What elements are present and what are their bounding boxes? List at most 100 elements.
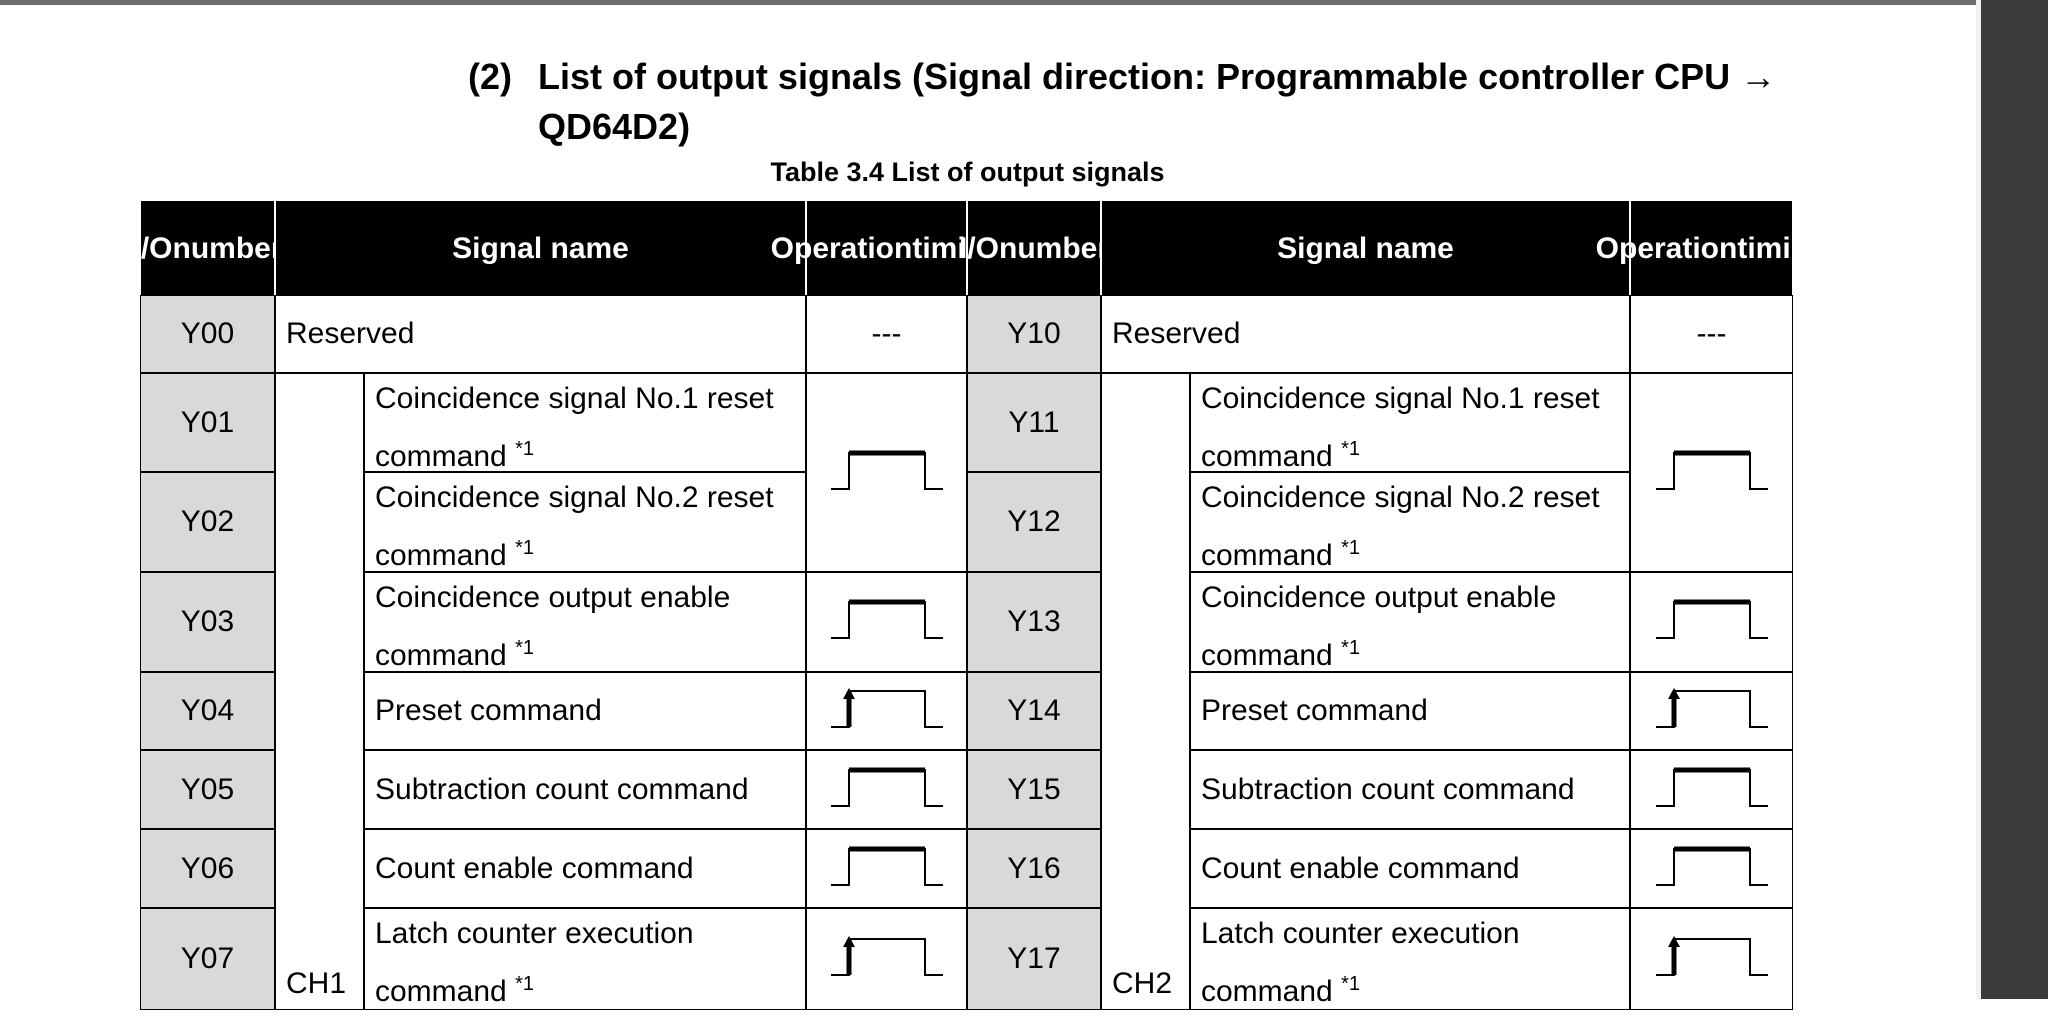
footnote-mark: *1: [515, 537, 534, 559]
reserved-signal-name: Reserved: [275, 295, 806, 373]
signal-name: Subtraction count command: [375, 772, 749, 806]
io-number-cell: Y16: [967, 829, 1101, 908]
signal-name-line1: Coincidence signal No.1 reset: [1201, 382, 1600, 415]
signal-name-cell: Count enable command: [364, 829, 806, 908]
level-signal-icon: [830, 450, 943, 490]
io-number-cell: Y12: [967, 472, 1101, 572]
operation-timing-cell: ---: [806, 295, 967, 373]
operation-timing-cell: [806, 572, 967, 672]
signal-name: Subtraction count command: [1201, 772, 1575, 806]
io-number-cell: Y01: [140, 373, 275, 472]
io-number: Y16: [1007, 851, 1061, 885]
rising-edge-signal-icon: [830, 936, 943, 976]
io-number: Y13: [1007, 605, 1061, 638]
io-number-cell: Y06: [140, 829, 275, 908]
signal-name-cell: Preset command: [364, 672, 806, 750]
rising-edge-signal-icon: [830, 688, 943, 728]
signal-name-cell: Coincidence output enable command *1: [1190, 572, 1630, 672]
channel-label: CH1: [286, 967, 347, 1000]
level-signal-icon: [1655, 599, 1768, 639]
operation-timing-cell: [1630, 373, 1793, 572]
io-number: Y12: [1007, 505, 1061, 538]
signal-name: Reserved: [1112, 317, 1241, 350]
footnote-mark: *1: [1341, 973, 1360, 995]
footnote-mark: *1: [1341, 537, 1360, 559]
io-number-cell: Y14: [967, 672, 1101, 750]
signal-name-cell: Subtraction count command: [1190, 750, 1630, 829]
signal-name-line1: Coincidence output enable: [1201, 581, 1557, 614]
operation-timing-cell: [1630, 750, 1793, 829]
io-number: Y01: [180, 405, 235, 439]
signal-name-line2: command: [375, 440, 507, 473]
column-header-signal-name: Signal name: [1101, 201, 1630, 295]
operation-timing-cell: [1630, 908, 1793, 1010]
footnote-mark: *1: [515, 637, 534, 659]
viewer-scroll-track-edge: [1976, 0, 1981, 999]
level-signal-icon: [830, 599, 943, 639]
signal-name-line1: Coincidence output enable: [375, 581, 731, 614]
signal-name-line1: Coincidence signal No.2 reset: [1201, 481, 1600, 514]
signal-name-cell: Preset command: [1190, 672, 1630, 750]
header-io-line2: number: [172, 231, 283, 265]
header-io-line1: I/O: [958, 231, 999, 265]
signal-name: Count enable command: [375, 851, 694, 885]
viewer-top-border: [0, 0, 2048, 5]
io-number: Y11: [1008, 405, 1060, 439]
io-number: Y10: [1007, 317, 1061, 350]
operation-timing-cell: [1630, 672, 1793, 750]
signal-name: Preset command: [375, 694, 602, 727]
signal-name-line2: command: [1201, 639, 1333, 672]
io-number-cell: Y04: [140, 672, 275, 750]
io-number: Y00: [180, 317, 235, 350]
footnote-mark: *1: [515, 973, 534, 995]
io-number: Y04: [180, 694, 235, 727]
io-number: Y02: [180, 505, 235, 538]
io-number-cell: Y17: [967, 908, 1101, 1010]
rising-edge-signal-icon: [1655, 688, 1768, 728]
signal-name-cell: Subtraction count command: [364, 750, 806, 829]
io-number-cell: Y03: [140, 572, 275, 672]
section-title: List of output signals (Signal direction…: [538, 56, 1777, 147]
header-io-line2: number: [999, 231, 1110, 265]
io-number: Y15: [1007, 772, 1061, 806]
reserved-signal-name: Reserved: [1101, 295, 1630, 373]
header-io-line1: I/O: [132, 231, 173, 265]
io-number: Y03: [180, 605, 235, 638]
header-signal-name: Signal name: [1277, 231, 1454, 265]
operation-timing-cell: [1630, 572, 1793, 672]
signal-name: Preset command: [1201, 694, 1428, 727]
operation-timing-cell: [806, 373, 967, 572]
signal-name-line2: command: [1201, 440, 1333, 473]
channel-label: CH2: [1112, 967, 1173, 1000]
table-caption: Table 3.4 List of output signals: [770, 157, 1165, 187]
io-number-cell: Y00: [140, 295, 275, 373]
footnote-mark: *1: [1341, 637, 1360, 659]
level-signal-icon: [1655, 767, 1768, 807]
timing-none: ---: [871, 317, 902, 350]
signal-name-line2: command: [375, 639, 507, 672]
level-signal-icon: [830, 767, 943, 807]
header-signal-name: Signal name: [452, 231, 629, 265]
operation-timing-cell: [806, 750, 967, 829]
level-signal-icon: [1655, 450, 1768, 490]
channel-group-cell: CH2: [1101, 373, 1190, 1010]
viewer-scrollbar[interactable]: [1981, 0, 2048, 999]
signal-name-line2: command: [375, 975, 507, 1008]
level-signal-icon: [1655, 846, 1768, 886]
header-timing-line1: Operation: [770, 231, 913, 265]
timing-none: ---: [1696, 317, 1727, 350]
io-number-cell: Y07: [140, 908, 275, 1010]
operation-timing-cell: ---: [1630, 295, 1793, 373]
io-number-cell: Y10: [967, 295, 1101, 373]
io-number: Y07: [180, 942, 235, 975]
signal-name-cell: Count enable command: [1190, 829, 1630, 908]
signal-name-line2: command: [1201, 975, 1333, 1008]
io-number: Y17: [1007, 942, 1061, 975]
